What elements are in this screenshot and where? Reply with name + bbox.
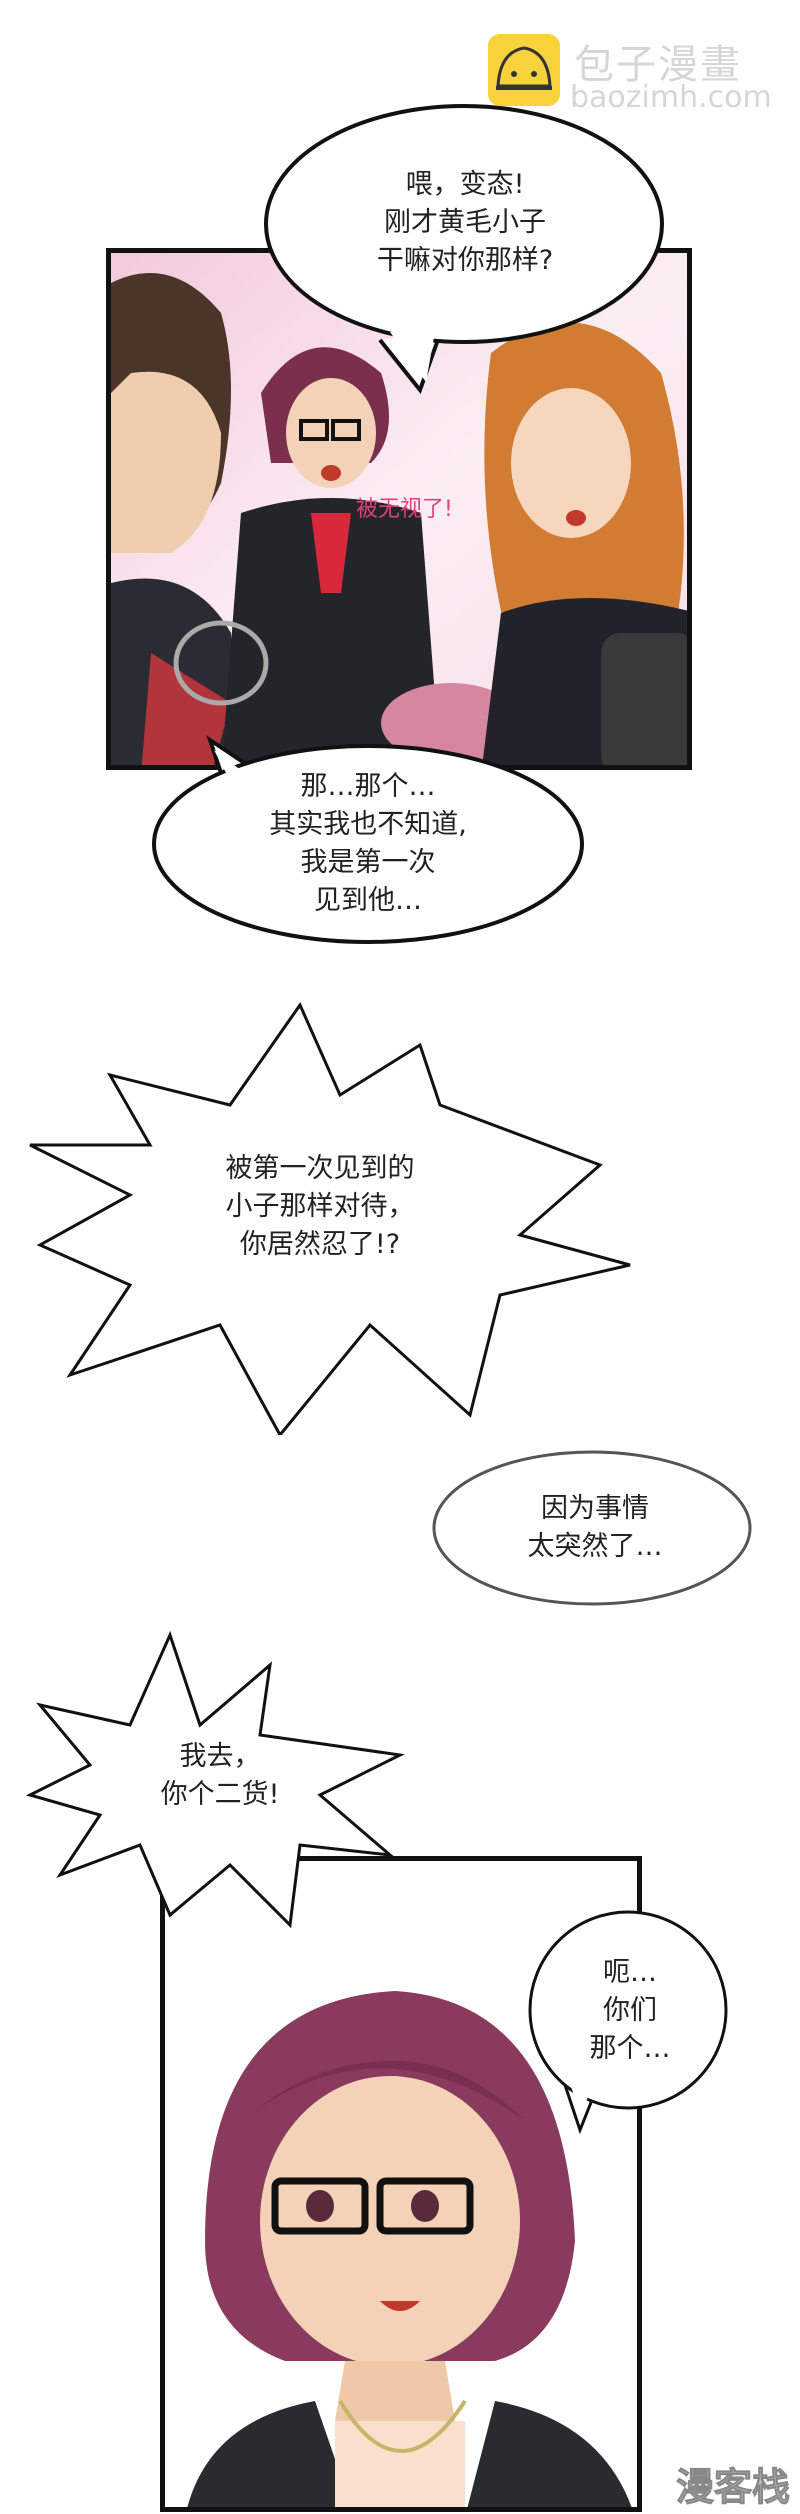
mankezhan-watermark: 漫客栈	[675, 2465, 791, 2510]
bun-icon	[488, 34, 560, 106]
speech-bubble-3	[432, 1450, 752, 1606]
watermark-title: 包子漫畫	[574, 42, 742, 88]
shout-text-2: 我去， 你个二货!	[160, 1741, 280, 1810]
speech-bubble-2	[152, 735, 584, 944]
shout-bubble-2	[25, 1630, 405, 1929]
speech-text-4: 呃… 你们 那个…	[589, 1957, 671, 2064]
speech-bubble-4	[528, 1910, 728, 2135]
watermark-url: baozimh.com	[570, 80, 772, 115]
panel-2-illustration	[187, 1991, 632, 2507]
baozimh-watermark: 包子漫畫 baozimh.com	[488, 34, 772, 115]
speech-text-2: 那…那个… 其实我也不知道, 我是第一次 见到他…	[269, 771, 467, 916]
speech-text-1: 喂，变态! 刚才黄毛小子 干嘛对你那样?	[376, 169, 554, 276]
shout-bubble-1	[29, 1001, 631, 1435]
comic-panel-2	[160, 1856, 642, 2512]
shout-text-1: 被第一次见到的 小子那样对待， 你居然忍了!?	[225, 1153, 415, 1260]
ignored-aside-text: 被无视了!	[356, 497, 453, 522]
speech-text-3: 因为事情 太突然了…	[527, 1493, 663, 1562]
speech-bubble-1	[264, 104, 664, 395]
